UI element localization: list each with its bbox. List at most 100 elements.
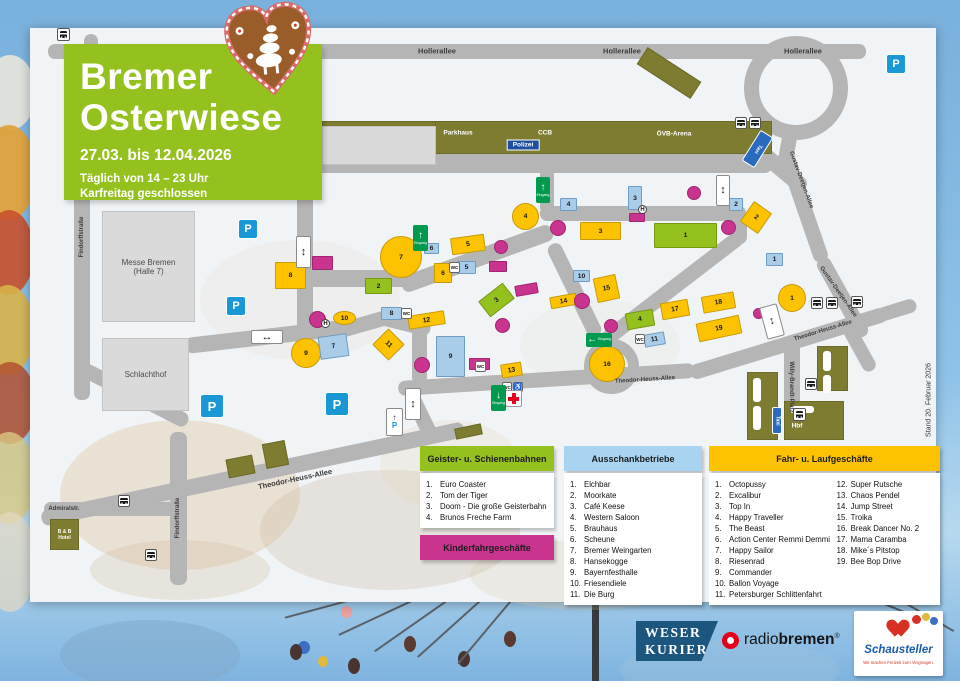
direction-sign: ↕ [296, 236, 311, 268]
tram-stop-icon: H [321, 319, 330, 328]
legend-geisterbahnen: Geister- u. Schienenbahnen 1.Euro Coaste… [420, 446, 554, 528]
bus-icon [749, 117, 761, 129]
building-arena-strip [434, 121, 772, 154]
entrance-arrow-icon: ↑ [418, 229, 423, 241]
first-aid-icon [505, 390, 522, 407]
schausteller-logo: Schausteller Wir machen Freizeit zum Ver… [854, 611, 943, 676]
photo-background-blob [0, 210, 34, 295]
legend-item: 8.Riesenrad [715, 557, 765, 566]
bus-bay-slot [823, 351, 831, 371]
tram-glyph [737, 120, 745, 126]
photo-background-blob [404, 636, 416, 652]
marker-fahrgeschaeft-16: 16 [589, 346, 625, 382]
legend-item: 9.Commander [715, 568, 772, 577]
bus-bay-slot [753, 406, 761, 430]
legend-item: 3.Top In [715, 502, 751, 511]
marker-fahrgeschaeft-3: 3 [580, 222, 621, 240]
photo-background-blob [348, 658, 360, 674]
map-label: Hbf [791, 422, 803, 430]
parking-icon: P [886, 54, 906, 74]
building-station-west [747, 372, 778, 440]
balloon-icon [922, 613, 930, 621]
legend-item: 2.Moorkate [570, 491, 617, 500]
legend-item: 8.Hansekogge [570, 557, 628, 566]
taxi-icon [805, 378, 817, 390]
taxi-glyph [807, 381, 815, 387]
legend-item: 11.Die Burg [570, 590, 615, 599]
weser-kurier-logo: WESER KURIER [636, 621, 718, 661]
train-icon [793, 408, 806, 421]
tram-stop-icon: H [638, 205, 647, 214]
bus-glyph [120, 498, 128, 504]
wc-icon: WC [635, 334, 645, 344]
parking-letter: P [391, 421, 398, 430]
radiobremen-registered: ® [834, 632, 840, 640]
marker-ausschank-9: 9 [436, 336, 465, 377]
direction-sign: ↕ [405, 388, 421, 420]
street-label: Willy-Brandt-Platz [788, 361, 794, 413]
legend-item: 1.Octopussy [715, 480, 766, 489]
legend-item: 1.Euro Coaster [426, 480, 486, 489]
tram-glyph [813, 300, 821, 306]
legend-item: 16.Break Dancer No. 2 [836, 524, 920, 533]
entrance-label: Eingang [598, 337, 611, 342]
entrance-sign: ↑Eingang [413, 225, 428, 251]
bus-glyph [147, 552, 155, 558]
marker-fahrgeschaeft-1: 1 [778, 284, 806, 312]
swing-chain-line [457, 598, 514, 665]
photo-background-blob [504, 631, 516, 647]
radiobremen-prefix: radio [744, 631, 779, 648]
tram-icon [735, 117, 747, 129]
train-glyph [795, 411, 804, 418]
photo-background-blob [341, 606, 352, 618]
marker-kinderfahrgeschaeft [604, 319, 618, 333]
photo-background-blob [290, 644, 302, 660]
marker-kinderfahrgeschaeft [494, 240, 508, 254]
parking-icon: P [200, 394, 224, 418]
arrow-up-icon: ↑ [392, 413, 397, 422]
legend-item: 6.Scheune [570, 535, 615, 544]
legend-geister-header: Geister- u. Schienenbahnen [420, 446, 554, 471]
marker-fahrgeschaeft-4: 4 [512, 203, 539, 230]
street-label: Admiralstr. [48, 506, 80, 512]
entrance-arrow-icon: ← [587, 334, 598, 345]
marker-kinderfahrgeschaeft [489, 261, 507, 272]
bus-bay-slot [753, 378, 761, 402]
bus-icon [118, 495, 130, 507]
building-tha-2 [261, 440, 290, 469]
marker-fahrgeschaeft-9: 9 [291, 338, 321, 368]
bus-glyph [853, 299, 861, 305]
marker-kinderfahrgeschaeft [629, 213, 645, 222]
parking-icon: P [325, 392, 349, 416]
marker-kinderfahrgeschaeft [687, 186, 701, 200]
legend-item: 1.Elchbar [570, 480, 611, 489]
marker-ausschank-5: 5 [457, 261, 476, 274]
entrance-label: Eingang [492, 400, 505, 405]
heart-mascot-icon [888, 619, 908, 637]
marker-kinderfahrgeschaeft [414, 357, 430, 373]
legend-item: 12.Super Rutsche [836, 480, 903, 489]
bus-icon [145, 549, 157, 561]
radiobremen-logo: radiobremen® [722, 631, 840, 649]
building-messe-bremen: Messe Bremen(Halle 7) [102, 211, 195, 322]
legend-item: 5.Brauhaus [570, 524, 618, 533]
bus-icon [57, 28, 70, 41]
entrance-sign: ↓Eingang [491, 385, 506, 411]
marker-geisterbahn-1: 1 [654, 223, 717, 248]
radiobremen-icon [722, 631, 739, 649]
event-closed-note: Karfreitag geschlossen [80, 188, 208, 200]
tram-icon [811, 297, 823, 309]
tram-icon [826, 297, 838, 309]
wc-icon: WC [449, 262, 460, 273]
schausteller-wordmark: Schausteller [864, 644, 933, 656]
balloon-icon [912, 615, 921, 624]
tram-glyph [828, 300, 836, 306]
legend-kinder-header: Kinderfahrgeschäfte [420, 535, 554, 560]
street-label: Findorffstraße [79, 216, 85, 258]
